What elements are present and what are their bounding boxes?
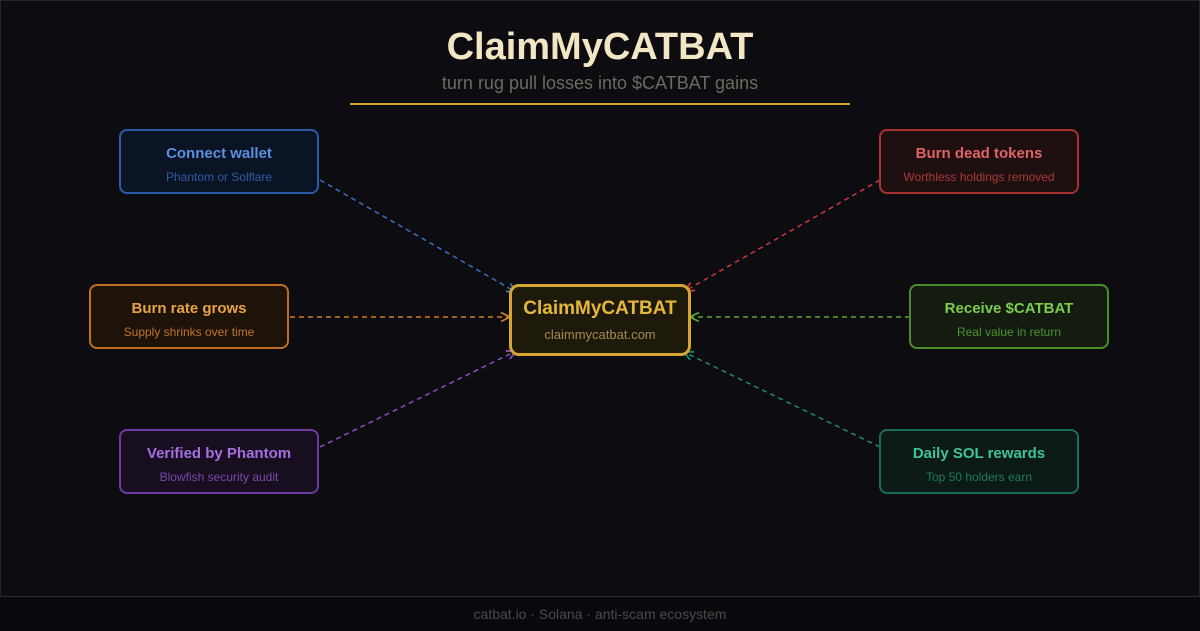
- node-title: Burn rate grows: [131, 300, 247, 317]
- page-title: ClaimMyCATBAT: [446, 26, 754, 68]
- title-divider: [350, 103, 850, 105]
- node-burn-rate: Burn rate grows Supply shrinks over time: [89, 284, 289, 349]
- node-title: Burn dead tokens: [915, 145, 1043, 162]
- node-subtitle: Top 50 holders earn: [925, 470, 1033, 484]
- node-subtitle: Supply shrinks over time: [123, 325, 255, 339]
- node-verified: Verified by Phantom Blowfish security au…: [119, 429, 319, 494]
- connector-connect-wallet: [319, 179, 516, 292]
- node-subtitle: Real value in return: [956, 325, 1062, 339]
- node-burn-dead: Burn dead tokens Worthless holdings remo…: [879, 129, 1079, 194]
- center-url: claimmycatbat.com: [544, 327, 656, 342]
- node-connect-wallet: Connect wallet Phantom or Solflare: [119, 129, 319, 194]
- connector-burn-dead: [685, 179, 881, 291]
- node-subtitle: Worthless holdings removed: [903, 170, 1055, 184]
- center-title: ClaimMyCATBAT: [523, 298, 677, 319]
- node-title: Daily SOL rewards: [912, 445, 1046, 462]
- node-title: Verified by Phantom: [146, 445, 292, 462]
- connector-daily-sol: [684, 352, 881, 448]
- node-title: Connect wallet: [166, 145, 272, 162]
- center-node: ClaimMyCATBAT claimmycatbat.com: [509, 284, 691, 356]
- node-receive: Receive $CATBAT Real value in return: [909, 284, 1109, 349]
- node-subtitle: Phantom or Solflare: [165, 170, 273, 184]
- page-subtitle: turn rug pull losses into $CATBAT gains: [441, 73, 759, 93]
- connector-verified: [319, 351, 516, 448]
- node-subtitle: Blowfish security audit: [159, 470, 279, 484]
- footer: catbat.io · Solana · anti-scam ecosystem: [0, 596, 1200, 631]
- node-daily-sol: Daily SOL rewards Top 50 holders earn: [879, 429, 1079, 494]
- node-title: Receive $CATBAT: [944, 300, 1074, 317]
